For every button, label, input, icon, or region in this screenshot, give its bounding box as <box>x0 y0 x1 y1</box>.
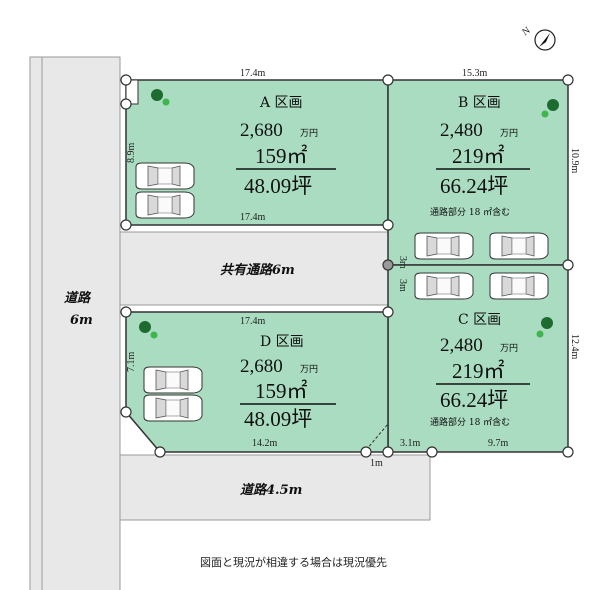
lot-d-info: D 区画 2,680 万円 159㎡ 48.09坪 <box>240 334 336 431</box>
lot-d-area-tsubo: 48.09坪 <box>244 407 312 431</box>
road-shared-label: 共有通路6m <box>220 262 295 278</box>
tree-icons <box>139 89 559 339</box>
dim-d-bottom: 14.2m <box>252 438 278 449</box>
lot-c-area-tsubo: 66.24坪 <box>440 388 508 412</box>
dim-d-top: 17.4m <box>240 316 266 327</box>
lot-c-area-m2: 219㎡ <box>452 359 505 383</box>
compass-label: N <box>520 25 532 38</box>
dim-a-top: 17.4m <box>240 68 266 79</box>
dim-a-left: 8.9m <box>126 143 137 164</box>
dim-c-bottom-right: 9.7m <box>488 438 509 449</box>
lot-a-title: A 区画 <box>259 95 303 111</box>
dim-passage-lower: 3m <box>397 279 408 292</box>
north-arrow-icon: N <box>520 25 556 51</box>
disclaimer-text: 図面と現況が相違する場合は現況優先 <box>200 555 387 569</box>
lot-a-info: A 区画 2,680 万円 159㎡ 48.09坪 <box>236 95 336 198</box>
boundary-markers <box>120 74 574 458</box>
lot-c-title: C 区画 <box>458 312 501 328</box>
lot-d-title: D 区画 <box>260 334 304 350</box>
road-main-label-line2: 6m <box>70 313 93 328</box>
lot-d-area-m2: 159㎡ <box>255 379 308 403</box>
road-south <box>119 454 431 521</box>
lot-b-area-m2: 219㎡ <box>452 144 505 168</box>
corner-cut <box>365 423 389 452</box>
dim-b-top: 15.3m <box>462 68 488 79</box>
lot-a-price: 2,680 <box>240 120 283 141</box>
lot-c-note: 通路部分 18 ㎡含む <box>430 416 510 428</box>
dim-a-bottom: 17.4m <box>240 212 266 223</box>
dim-d-left: 7.1m <box>126 352 137 373</box>
lot-c-info: C 区画 2,480 万円 219㎡ 66.24坪 通路部分 18 ㎡含む <box>430 312 530 428</box>
lot-b-info: B 区画 2,480 万円 219㎡ 66.24坪 通路部分 18 ㎡含む <box>430 95 530 218</box>
dim-b-right: 10.9m <box>569 148 580 174</box>
lot-d-price-unit: 万円 <box>300 364 318 375</box>
dim-c-bottom-left: 3.1m <box>400 438 421 449</box>
lot-c-price: 2,480 <box>440 335 483 356</box>
lot-b-price-unit: 万円 <box>500 128 518 139</box>
lot-b-note: 通路部分 18 ㎡含む <box>430 206 510 218</box>
dim-c-right: 12.4m <box>569 334 580 360</box>
lot-d-price: 2,680 <box>240 356 283 377</box>
lot-a-area-m2: 159㎡ <box>255 144 308 168</box>
lot-c-price-unit: 万円 <box>500 343 518 354</box>
lot-a-price-unit: 万円 <box>300 128 318 139</box>
road-main-label-line1: 道路 <box>64 290 92 306</box>
lot-a-notch <box>125 79 139 105</box>
lot-b-title: B 区画 <box>458 95 501 111</box>
lot-b-price: 2,480 <box>440 120 483 141</box>
dim-passage-upper: 3m <box>397 256 408 269</box>
road-main <box>29 56 121 590</box>
dim-corner-cut: 1m <box>370 458 383 469</box>
road-south-label: 道路4.5m <box>240 482 302 498</box>
lot-a-area-tsubo: 48.09坪 <box>244 174 312 198</box>
lot-b-area-tsubo: 66.24坪 <box>440 174 508 198</box>
